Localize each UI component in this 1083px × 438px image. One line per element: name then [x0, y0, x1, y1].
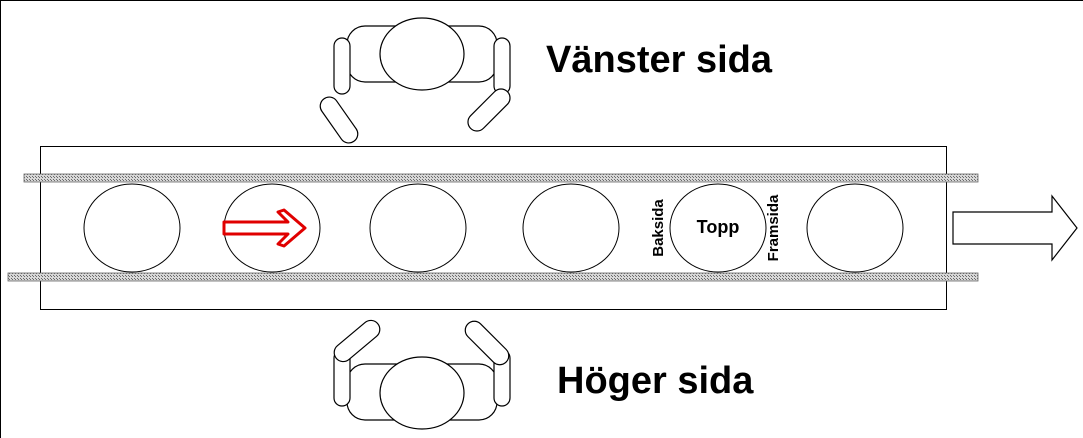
conveyor-item [806, 183, 904, 273]
conveyor-item [369, 183, 467, 273]
left-side-label: Vänster sida [546, 39, 773, 81]
operator-arm-upper-left [333, 37, 351, 95]
operator-forearm-right [467, 88, 511, 132]
output-arrow-icon [952, 194, 1078, 262]
right-side-label: Höger sida [557, 360, 754, 402]
operator-forearm-left [333, 319, 381, 363]
operator-head [379, 17, 465, 91]
top-label: Topp [697, 217, 740, 237]
conveyor-rail-top [23, 173, 979, 183]
conveyor-item [522, 183, 620, 273]
back-label: Baksida [650, 199, 667, 257]
operator-forearm-left [319, 96, 359, 144]
operator-left-side [319, 17, 511, 144]
front-label: Framsida [765, 194, 782, 261]
operator-right-side [333, 319, 511, 430]
operator-head [379, 356, 465, 430]
conveyor-rail-bottom [7, 272, 979, 282]
conveyor-item [83, 183, 181, 273]
operator-forearm-right [464, 320, 510, 366]
operator-arm-upper-right [493, 37, 511, 95]
conveyor-item-annotated [669, 183, 767, 273]
right-arrow-icon [222, 208, 307, 248]
